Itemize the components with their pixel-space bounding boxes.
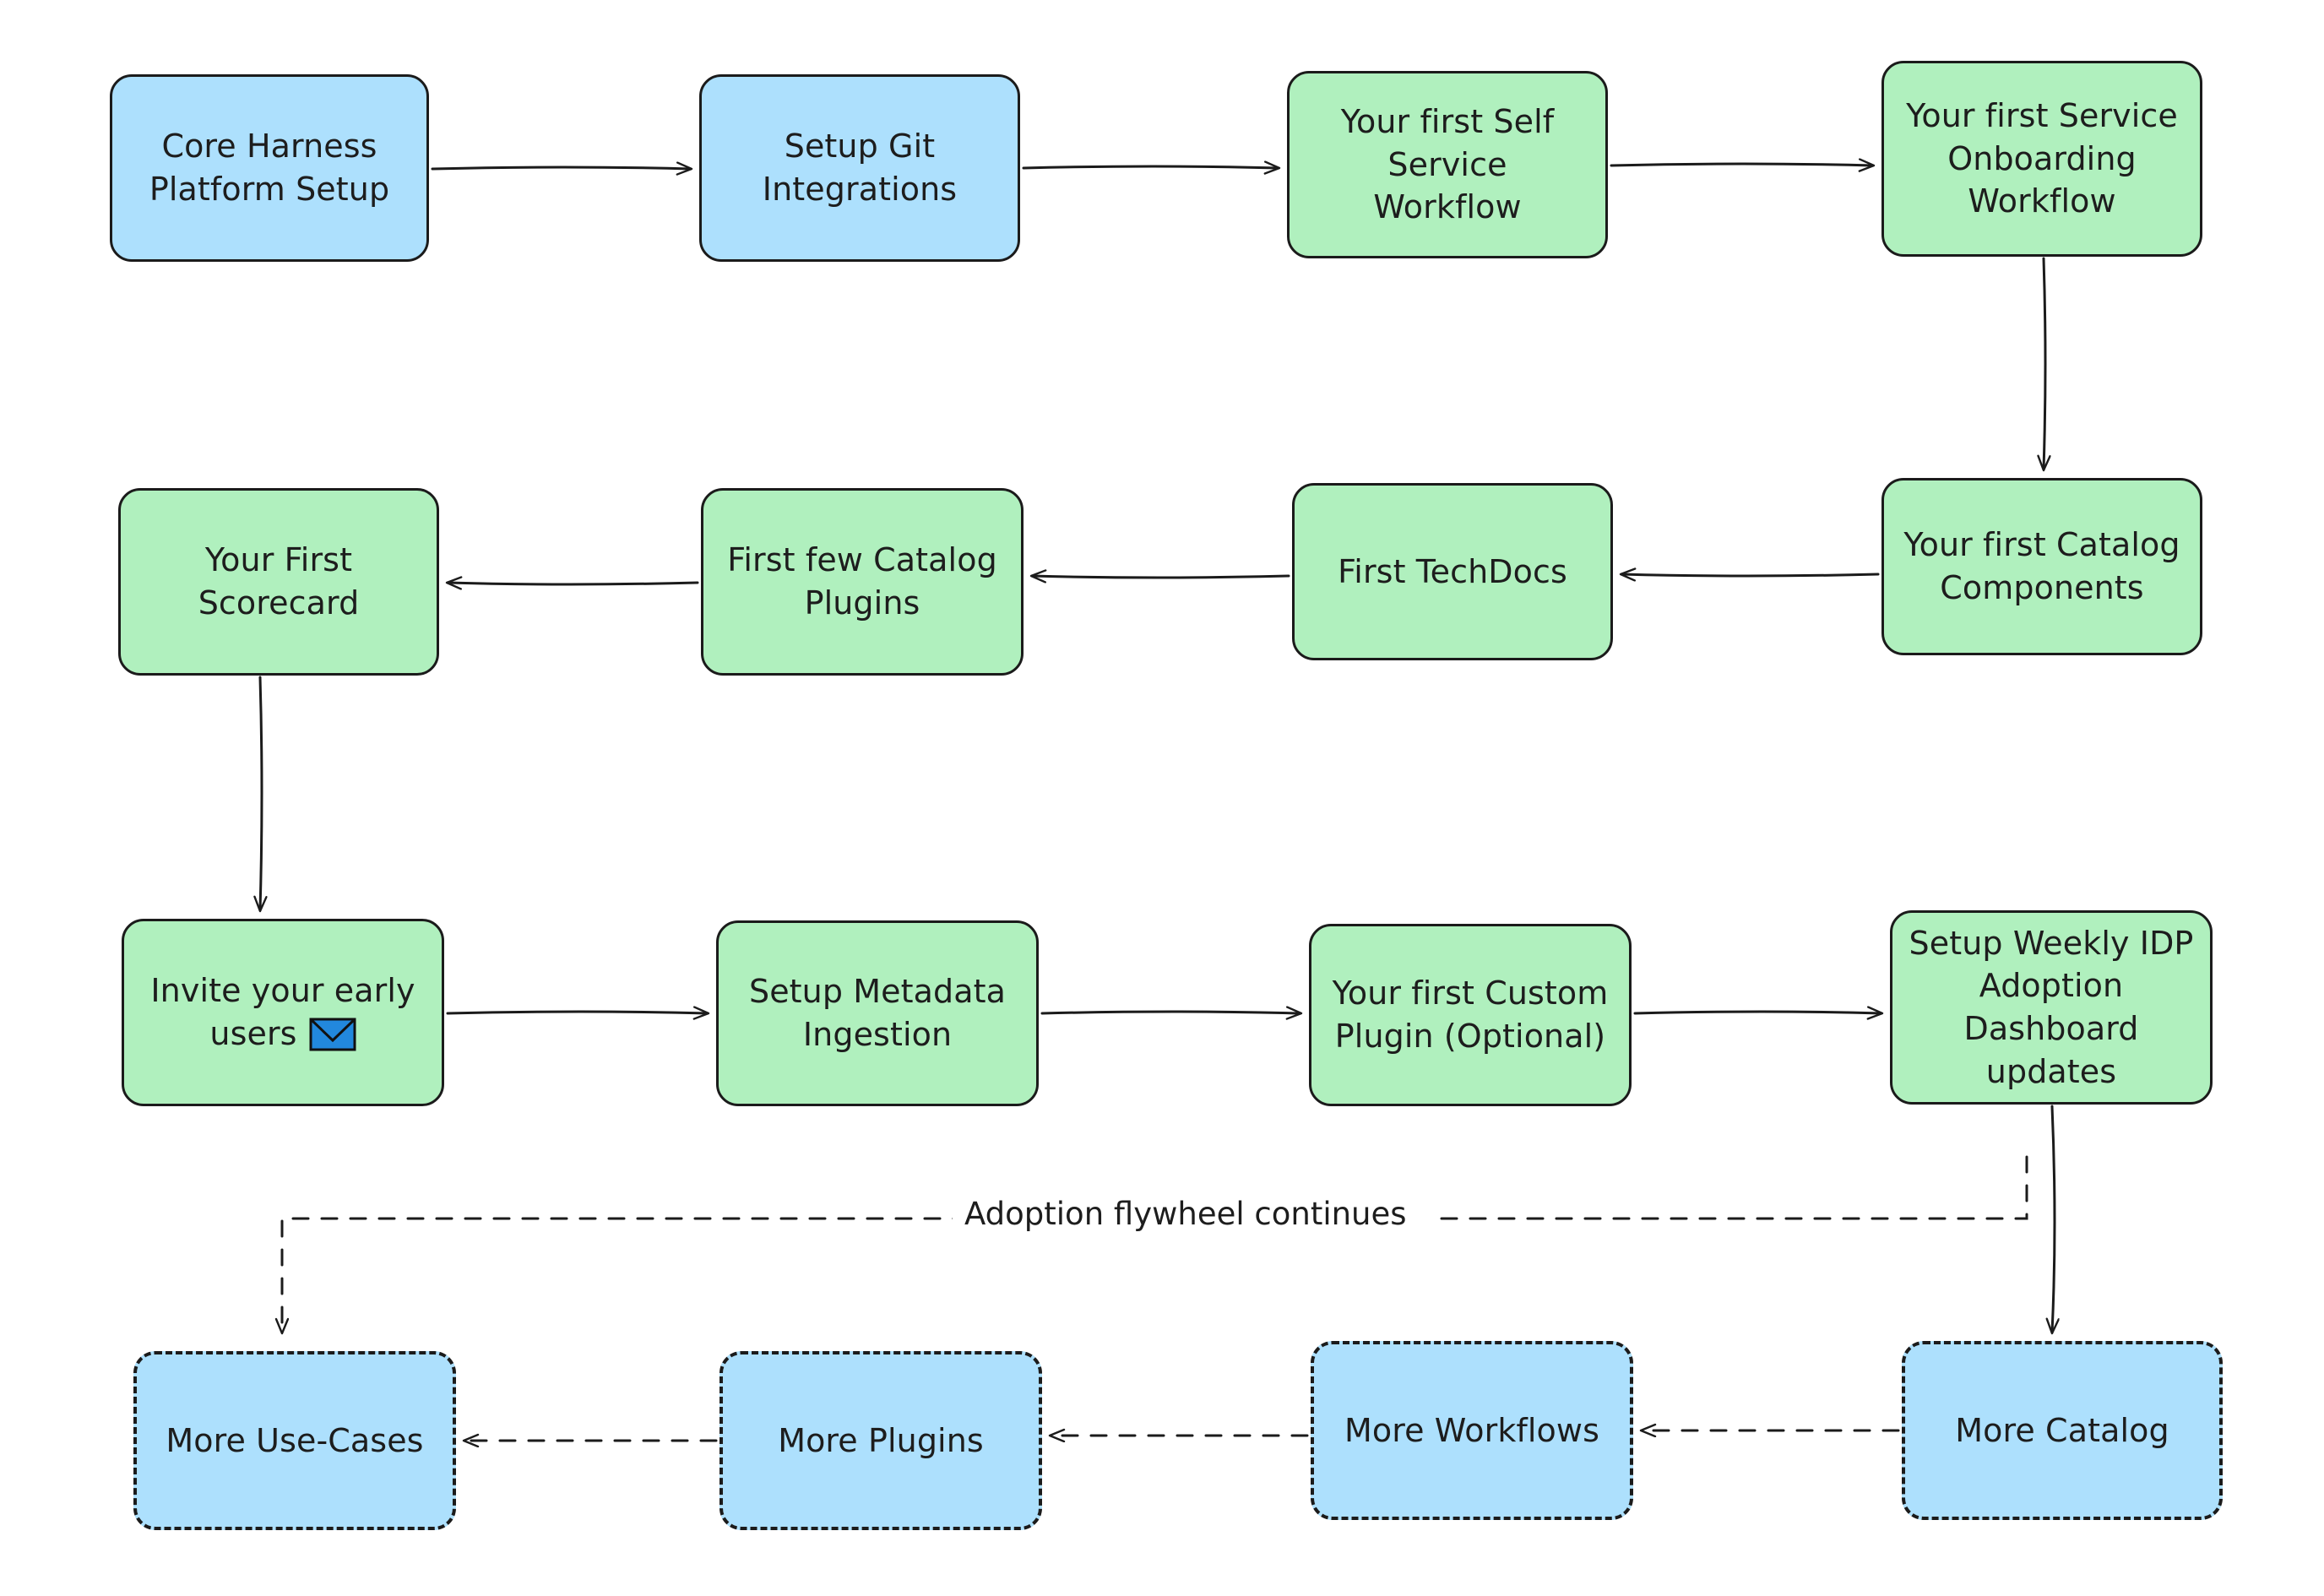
edge-techdocs-to-plugins (1032, 576, 1290, 578)
node-more-use-cases[interactable]: More Use-Cases (133, 1351, 456, 1530)
edge-git-to-selfservice (1022, 166, 1279, 168)
node-label: Setup Metadata Ingestion (748, 973, 1007, 1053)
node-label: Your first Custom Plugin (Optional) (1332, 974, 1609, 1055)
node-core-harness-platform-setup[interactable]: Core Harness Platform Setup (110, 74, 429, 262)
node-more-plugins[interactable]: More Plugins (719, 1351, 1042, 1530)
node-label: More Plugins (778, 1421, 984, 1459)
edge-catalog-to-techdocs (1621, 574, 1880, 576)
node-more-catalog[interactable]: More Catalog (1902, 1341, 2223, 1520)
edge-core-to-git (431, 167, 691, 169)
edge-flywheel-loop (282, 1155, 2028, 1333)
node-first-few-catalog-plugins[interactable]: First few Catalog Plugins (701, 488, 1024, 676)
node-setup-metadata-ingestion[interactable]: Setup Metadata Ingestion (716, 920, 1039, 1106)
node-label: More Use-Cases (166, 1421, 424, 1459)
edge-plugins-to-scorecard (448, 583, 699, 584)
node-your-first-service-onboarding-workflow[interactable]: Your first Service Onboarding Workflow (1881, 61, 2202, 257)
node-label: More Workflows (1344, 1411, 1599, 1449)
node-invite-your-early-users[interactable]: Invite your early users (122, 919, 444, 1106)
node-label: Setup Git Integrations (762, 128, 958, 208)
edge-label-adoption-flywheel-continues: Adoption flywheel continues (964, 1196, 1407, 1232)
node-your-first-self-service-workflow[interactable]: Your first Self Service Workflow (1287, 71, 1608, 258)
node-more-workflows[interactable]: More Workflows (1311, 1341, 1633, 1520)
node-label: Your First Scorecard (198, 541, 360, 622)
node-label: Your first Service Onboarding Workflow (1906, 97, 2178, 220)
node-label: Setup Weekly IDP Adoption Dashboard upda… (1909, 924, 2194, 1090)
edge-onboard-to-catalog (2044, 257, 2045, 470)
node-label: Invite your early users (150, 972, 415, 1052)
node-label: First few Catalog Plugins (727, 541, 997, 622)
edge-invite-to-metadata (446, 1012, 708, 1013)
node-your-first-scorecard[interactable]: Your First Scorecard (118, 488, 439, 676)
node-label: Your first Self Service Workflow (1340, 103, 1555, 226)
node-first-techdocs[interactable]: First TechDocs (1292, 483, 1613, 660)
edge-metadata-to-custom (1040, 1012, 1300, 1013)
node-setup-git-integrations[interactable]: Setup Git Integrations (699, 74, 1020, 262)
node-setup-weekly-idp-adoption-dashboard[interactable]: Setup Weekly IDP Adoption Dashboard upda… (1890, 910, 2213, 1105)
node-your-first-custom-plugin[interactable]: Your first Custom Plugin (Optional) (1309, 924, 1632, 1106)
edge-custom-to-dashboard (1633, 1012, 1881, 1013)
node-your-first-catalog-components[interactable]: Your first Catalog Components (1881, 478, 2202, 655)
node-label: Your first Catalog Components (1903, 526, 2180, 606)
node-label: Core Harness Platform Setup (149, 128, 390, 208)
node-label: More Catalog (1955, 1411, 2169, 1449)
node-label: First TechDocs (1338, 552, 1567, 590)
edge-scorecard-to-invite (260, 676, 262, 910)
edge-dashboard-to-morecatalog (2052, 1105, 2055, 1333)
mail-icon (309, 1018, 356, 1051)
edge-selfservice-to-onboard (1610, 164, 1873, 166)
